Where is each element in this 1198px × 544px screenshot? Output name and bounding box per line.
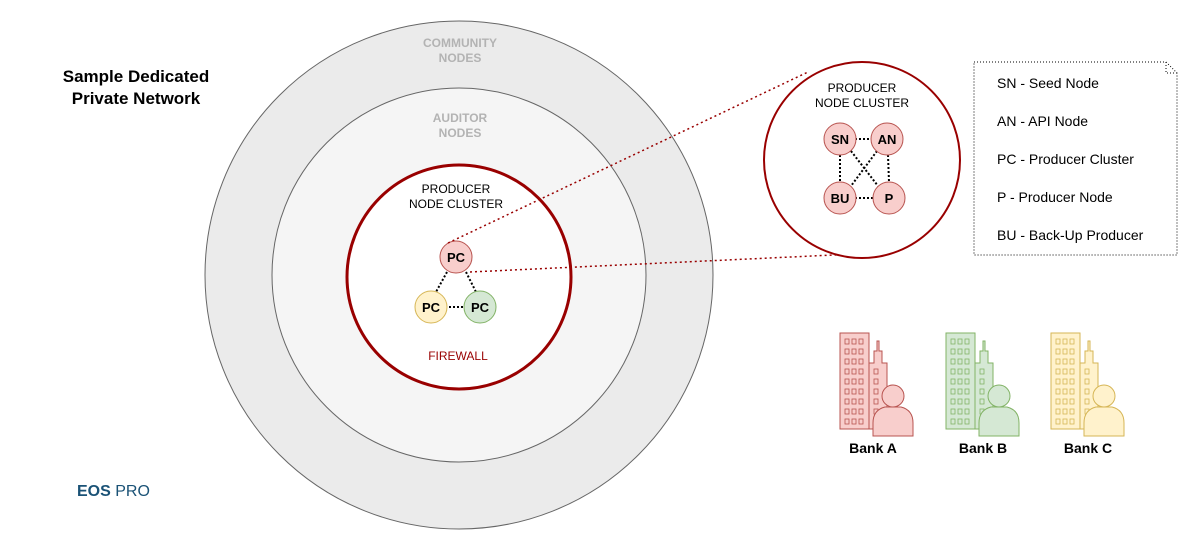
zoom-cluster-circle xyxy=(763,61,961,259)
bank-c-label: Bank C xyxy=(1064,440,1112,456)
bank-a-person-head xyxy=(881,384,905,408)
bank-c-person-body xyxy=(1083,406,1125,437)
zoom-line-bottom xyxy=(469,253,856,273)
brand-bold: EOS xyxy=(77,483,111,500)
zoom-node-sn xyxy=(823,122,857,156)
cluster-node-top xyxy=(439,240,473,274)
zoom-node-sn-label: SN xyxy=(831,132,849,147)
bank-a-label: Bank A xyxy=(849,440,897,456)
legend-item-backup: BU - Back-Up Producer xyxy=(997,227,1144,243)
bank-a-person-body xyxy=(872,406,914,437)
zoom-node-an-label: AN xyxy=(878,132,897,147)
zoom-node-bu-label: BU xyxy=(831,191,850,206)
legend-item-api: AN - API Node xyxy=(997,113,1088,129)
diagram-title-line-2: Private Network xyxy=(72,89,201,108)
cluster-label-line-2: NODE CLUSTER xyxy=(409,197,503,211)
cluster-label-line-1: PRODUCER xyxy=(422,182,491,196)
zoom-link-an-bu xyxy=(850,150,878,187)
bank-b-annex xyxy=(974,340,994,430)
legend-box xyxy=(973,61,1178,256)
legend-item-cluster: PC - Producer Cluster xyxy=(997,151,1134,167)
zoom-label-line-1: PRODUCER xyxy=(828,81,897,95)
bank-c-icon xyxy=(1050,332,1125,437)
bank-b-tower xyxy=(945,332,976,430)
bank-c-annex xyxy=(1079,340,1099,430)
zoom-node-p xyxy=(872,181,906,215)
diagram-title-line-1: Sample Dedicated xyxy=(63,67,209,86)
brand-logo: EOS PRO xyxy=(77,483,150,500)
bank-b-icon xyxy=(945,332,1020,437)
zoom-node-p-label: P xyxy=(885,191,894,206)
bank-a-tower xyxy=(839,332,870,430)
zoom-line-top xyxy=(447,71,809,244)
cluster-node-right-label: PC xyxy=(471,300,490,315)
bank-a-icon xyxy=(839,332,914,437)
zoom-label-line-2: NODE CLUSTER xyxy=(815,96,909,110)
cluster-node-top-label: PC xyxy=(447,250,466,265)
auditor-label-line-2: NODES xyxy=(439,126,482,140)
bank-c-person-head xyxy=(1092,384,1116,408)
zoom-link-sn-p xyxy=(850,150,879,187)
community-label-line-2: NODES xyxy=(439,51,482,65)
bank-c-tower xyxy=(1050,332,1081,430)
banks-group xyxy=(839,332,1125,437)
bank-b-label: Bank B xyxy=(959,440,1007,456)
brand-regular: PRO xyxy=(111,483,150,500)
bank-b-person-head xyxy=(987,384,1011,408)
legend-fold xyxy=(1165,62,1177,74)
cluster-node-left xyxy=(414,290,448,324)
auditor-label-line-1: AUDITOR xyxy=(433,111,488,125)
legend-item-seed: SN - Seed Node xyxy=(997,75,1099,91)
zoom-node-an xyxy=(870,122,904,156)
firewall-label: FIREWALL xyxy=(428,349,488,363)
cluster-node-left-label: PC xyxy=(422,300,441,315)
bank-a-annex xyxy=(868,340,888,430)
legend-item-producer: P - Producer Node xyxy=(997,189,1113,205)
bank-b-person-body xyxy=(978,406,1020,437)
cluster-node-right xyxy=(463,290,497,324)
community-label-line-1: COMMUNITY xyxy=(423,36,497,50)
zoom-link-an-p xyxy=(887,154,890,183)
zoom-node-bu xyxy=(823,181,857,215)
firewall-ring xyxy=(345,163,573,391)
